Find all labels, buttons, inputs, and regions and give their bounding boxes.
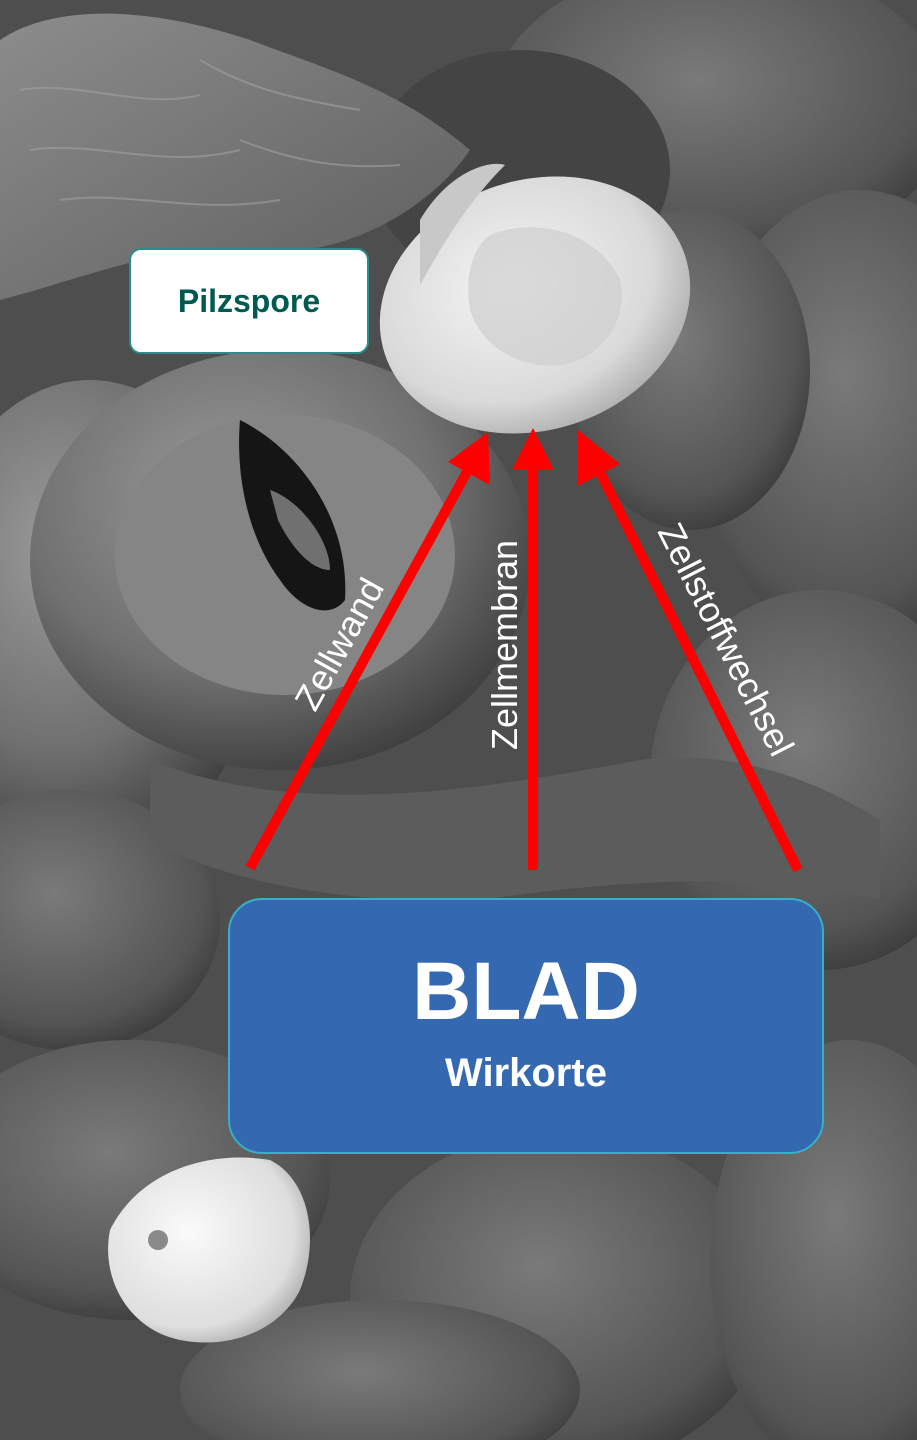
blad-title: BLAD xyxy=(412,951,640,1033)
wirkorte-subtitle: Wirkorte xyxy=(445,1051,607,1096)
blad-box: BLAD Wirkorte xyxy=(228,898,824,1154)
arrow-label-zellmembran: Zellmembran xyxy=(484,540,525,750)
pilzspore-label: Pilzspore xyxy=(178,283,320,320)
pilzspore-label-box: Pilzspore xyxy=(129,248,369,354)
